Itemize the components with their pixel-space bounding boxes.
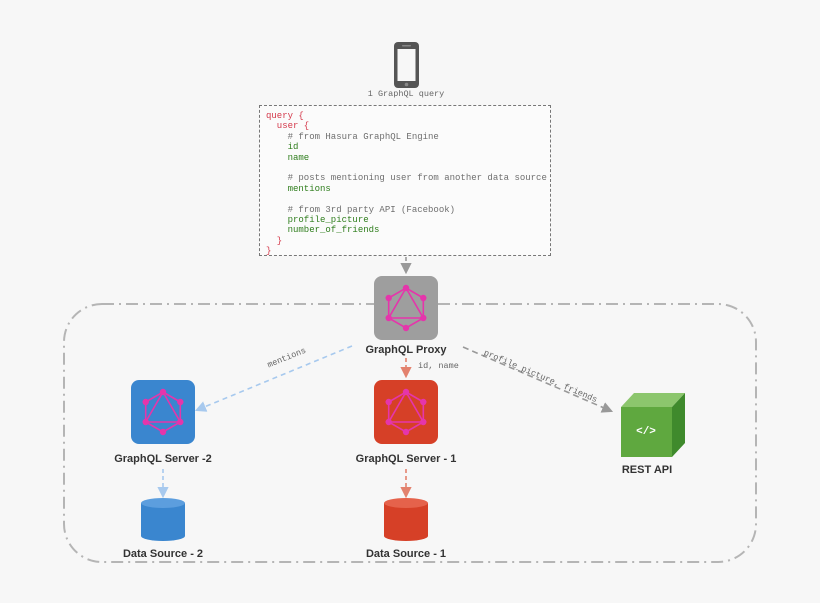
rest-api-cube-icon bbox=[621, 393, 685, 457]
graphql-server-1-label: GraphQL Server - 1 bbox=[355, 453, 457, 465]
proxy-to-rest-edge bbox=[462, 346, 614, 413]
system-boundary bbox=[63, 303, 757, 563]
data-source-1-label: Data Source - 1 bbox=[365, 548, 447, 560]
query-code-line: } bbox=[266, 246, 272, 257]
graphql-server-1-node bbox=[374, 380, 438, 444]
query-code-box: query { user { # from Hasura GraphQL Eng… bbox=[259, 105, 551, 256]
rest-api-label: REST API bbox=[621, 464, 673, 476]
edge-label-id-name: id, name bbox=[418, 361, 459, 371]
query-code-line: name bbox=[266, 152, 310, 163]
proxy-to-server2-edge bbox=[194, 345, 353, 412]
graphql-server-2-node bbox=[131, 380, 195, 444]
graphql-server-2-label: GraphQL Server -2 bbox=[114, 453, 212, 465]
query-code-line: number_of_friends bbox=[266, 225, 380, 236]
phone-caption: 1 GraphQL query bbox=[367, 89, 445, 99]
query-code-line: # posts mentioning user from another dat… bbox=[266, 173, 547, 184]
query-code-line: query { bbox=[266, 111, 304, 121]
query-code-line: # from 3rd party API (Facebook) bbox=[266, 204, 456, 215]
graphql-proxy-node bbox=[374, 276, 438, 340]
query-code-line: profile_picture bbox=[266, 215, 369, 225]
data-source-2-label: Data Source - 2 bbox=[122, 548, 204, 560]
data-source-2-cylinder-icon bbox=[141, 498, 185, 541]
rest-api-code-glyph: </> bbox=[636, 426, 656, 438]
graphql-proxy-label: GraphQL Proxy bbox=[365, 344, 447, 356]
query-code-line: mentions bbox=[266, 183, 331, 194]
data-source-1-cylinder-icon bbox=[384, 498, 428, 541]
query-code-line: user { bbox=[266, 121, 310, 132]
query-code-line: } bbox=[266, 235, 283, 246]
phone-icon bbox=[394, 42, 419, 88]
query-code-line: id bbox=[266, 142, 299, 153]
query-code-line: # from Hasura GraphQL Engine bbox=[266, 131, 439, 142]
